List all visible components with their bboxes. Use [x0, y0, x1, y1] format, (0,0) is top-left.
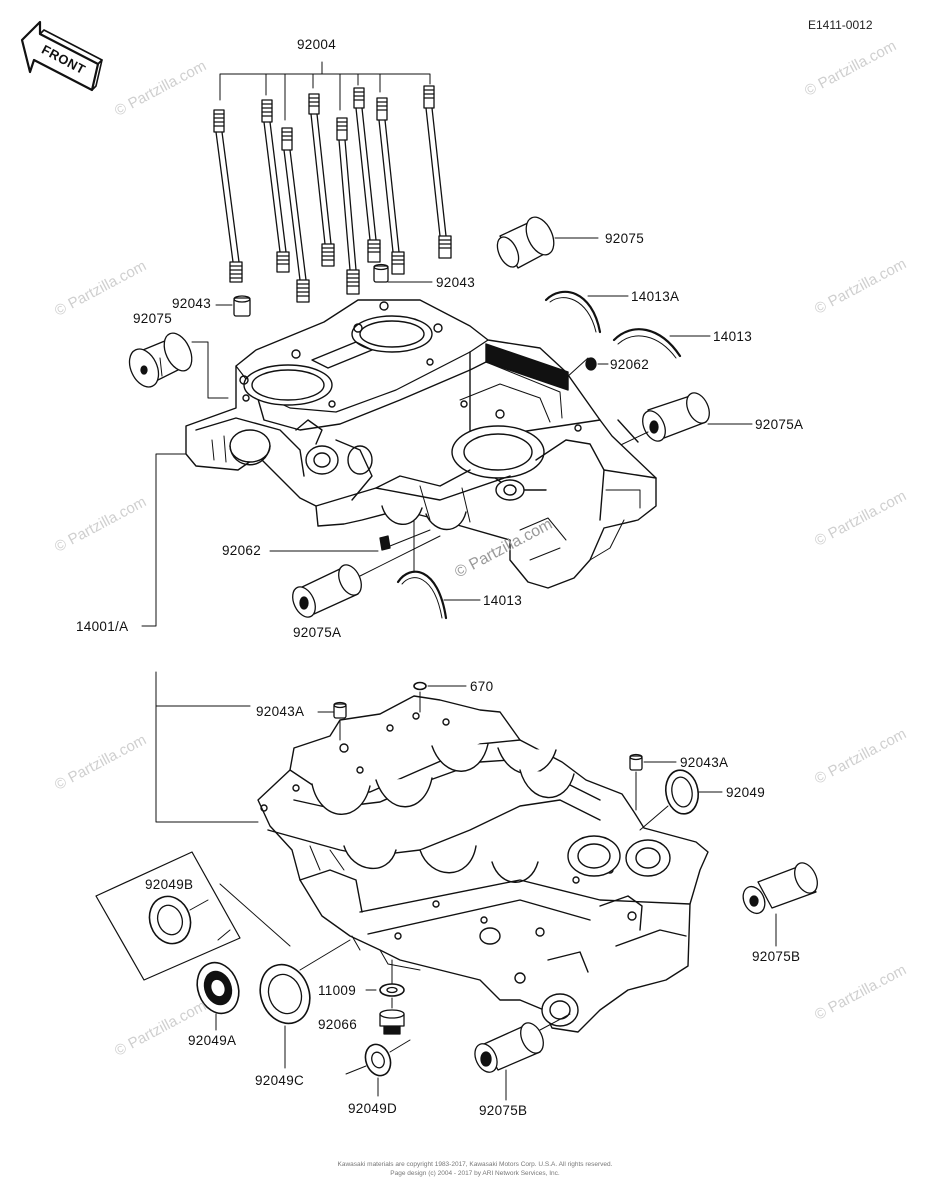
upper-crankcase: [185, 299, 657, 589]
gasket-11009: [365, 959, 405, 997]
collar-92075B-bottom: [474, 1013, 571, 1101]
label-92075B-right[interactable]: 92075B: [752, 949, 801, 964]
label-92075-top[interactable]: 92075: [605, 231, 645, 246]
collar-92075A-bottom: [292, 535, 441, 618]
stud-bolts-92004: [213, 61, 452, 303]
dowel-92043-right: [373, 263, 433, 283]
plug-92062-right: [565, 357, 609, 379]
label-92049D[interactable]: 92049D: [348, 1101, 398, 1116]
label-14001A[interactable]: 14001/A: [76, 619, 129, 634]
label-92043-left[interactable]: 92043: [172, 296, 212, 311]
dowel-92043A-left: [317, 701, 347, 741]
label-92075B-bottom[interactable]: 92075B: [479, 1103, 528, 1118]
plug-92066: [379, 997, 405, 1035]
label-92043-right[interactable]: 92043: [436, 275, 476, 290]
label-11009[interactable]: 11009: [318, 983, 357, 998]
oil-seal-92049C: [259, 939, 351, 1069]
copyright-line-1: Kawasaki materials are copyright 1983-20…: [337, 1161, 613, 1168]
lower-crankcase: [257, 695, 709, 1033]
label-92043A-right[interactable]: 92043A: [680, 755, 729, 770]
collar-92075A-right: [605, 392, 753, 453]
plug-92062-left: [269, 529, 431, 552]
front-arrow-icon: [20, 20, 103, 92]
label-14013A[interactable]: 14013A: [631, 289, 680, 304]
label-92049C[interactable]: 92049C: [255, 1073, 305, 1088]
dowel-92043A-right: [629, 753, 677, 811]
label-92049A[interactable]: 92049A: [188, 1033, 237, 1048]
oil-seal-92049B-box: [95, 851, 241, 981]
label-92062-left[interactable]: 92062: [222, 543, 262, 558]
oil-seal-92049D: [345, 1039, 411, 1097]
collar-92075-left: [128, 332, 229, 399]
label-92004[interactable]: 92004: [297, 37, 337, 52]
copyright-line-2: Page design (c) 2004 - 2017 by ARI Netwo…: [390, 1170, 560, 1177]
oil-seal-92049: [639, 769, 723, 831]
bearing-insert-14013-bottom: [396, 519, 481, 620]
label-92075-left[interactable]: 92075: [133, 311, 173, 326]
dowel-92043-left: [215, 295, 251, 317]
label-14013-top[interactable]: 14013: [713, 329, 753, 344]
bearing-insert-14013-top: [612, 328, 711, 359]
label-92043A-left[interactable]: 92043A: [256, 704, 305, 719]
bearing-insert-14013A: [544, 290, 629, 334]
label-92066[interactable]: 92066: [318, 1017, 358, 1032]
oring-670: [413, 681, 467, 713]
label-670[interactable]: 670: [470, 679, 494, 694]
label-92049B[interactable]: 92049B: [145, 877, 194, 892]
diagram-code: E1411-0012: [808, 18, 873, 32]
collar-92075B-right: [742, 862, 818, 947]
label-92075A-right[interactable]: 92075A: [755, 417, 804, 432]
label-92049[interactable]: 92049: [726, 785, 766, 800]
leader-14001A: [141, 453, 259, 823]
label-14013-bottom[interactable]: 14013: [483, 593, 523, 608]
label-92062-right[interactable]: 92062: [610, 357, 650, 372]
label-92075A-bottom[interactable]: 92075A: [293, 625, 342, 640]
bearing-92049A: [196, 883, 291, 1031]
collar-92075-top: [496, 216, 599, 269]
